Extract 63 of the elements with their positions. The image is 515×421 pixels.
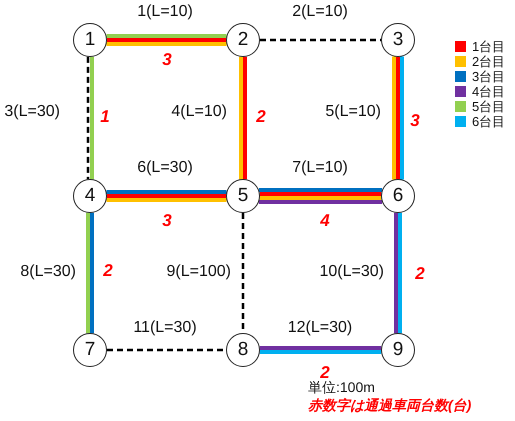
- route-line: [400, 56, 404, 180]
- legend-label: 3台目: [472, 70, 506, 83]
- intersection-node: 8: [226, 333, 260, 367]
- legend-label: 1台目: [472, 40, 506, 53]
- route-line: [106, 198, 226, 202]
- legend-label: 2台目: [472, 55, 506, 68]
- intersection-node: 5: [226, 179, 260, 213]
- route-line: [90, 212, 94, 334]
- route-line: [260, 196, 382, 200]
- edge-label: 11(L=30): [133, 320, 197, 336]
- count-label: 2: [415, 265, 425, 282]
- route-line: [106, 190, 226, 194]
- count-label: 1: [100, 108, 110, 125]
- route-line: [86, 212, 90, 334]
- route-line: [90, 56, 94, 180]
- count-label: 3: [410, 112, 420, 129]
- route-line: [260, 350, 382, 354]
- edge-label: 2(L=10): [292, 4, 348, 20]
- legend-label: 5台目: [472, 100, 506, 113]
- route-line: [258, 188, 382, 192]
- count-label: 3: [162, 51, 172, 68]
- count-label: 2: [103, 262, 113, 279]
- intersection-node: 1: [73, 23, 107, 57]
- count-label: 4: [320, 212, 330, 229]
- edge-label: 10(L=30): [320, 264, 384, 280]
- count-label: 2: [256, 108, 266, 125]
- dashed-road-line: [260, 38, 381, 42]
- edge-label: 8(L=30): [20, 264, 76, 280]
- route-line: [107, 38, 226, 42]
- edge-label: 5(L=10): [325, 104, 381, 120]
- note-text: 赤数字は通過車両台数(台): [308, 398, 472, 412]
- route-line: [239, 56, 243, 180]
- unit-note: 単位:100m: [308, 380, 375, 394]
- route-line: [394, 212, 398, 334]
- intersection-node: 2: [226, 23, 260, 57]
- dashed-road-line: [86, 56, 90, 180]
- edge-label: 6(L=30): [137, 160, 193, 176]
- route-line: [398, 212, 402, 334]
- count-label: 3: [162, 212, 172, 229]
- route-line: [243, 56, 247, 180]
- route-line: [258, 200, 382, 204]
- edge-label: 7(L=10): [292, 160, 348, 176]
- edge-label: 9(L=100): [166, 264, 231, 280]
- intersection-node: 3: [381, 23, 415, 57]
- edge-label: 3(L=30): [4, 104, 60, 120]
- intersection-node: 4: [73, 179, 107, 213]
- route-line: [392, 56, 396, 180]
- edge-label: 4(L=10): [171, 104, 227, 120]
- intersection-node: 6: [381, 179, 415, 213]
- route-line: [396, 57, 400, 179]
- count-label: 2: [320, 364, 330, 381]
- route-line: [260, 346, 382, 350]
- edge-label: 12(L=30): [288, 320, 352, 336]
- route-line: [107, 194, 226, 198]
- legend-label: 4台目: [472, 85, 506, 98]
- route-line: [260, 192, 382, 196]
- route-line: [106, 34, 226, 38]
- edge-label: 1(L=10): [137, 4, 193, 20]
- intersection-node: 9: [381, 333, 415, 367]
- intersection-node: 7: [73, 333, 107, 367]
- route-line: [106, 42, 226, 46]
- legend-label: 6台目: [472, 115, 506, 128]
- dashed-road-line: [107, 348, 226, 352]
